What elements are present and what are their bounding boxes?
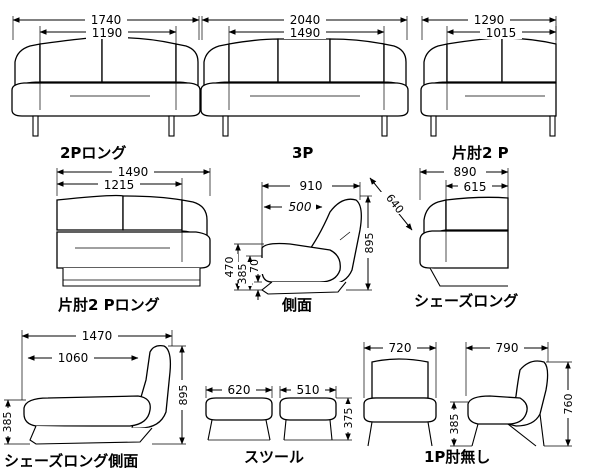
view-caption: 3P bbox=[292, 144, 313, 162]
dim-label: 2040 bbox=[290, 13, 321, 27]
dim-label: 790 bbox=[496, 341, 519, 355]
dim-label: 1490 bbox=[290, 26, 321, 40]
dim-label: 1215 bbox=[104, 178, 135, 192]
view-3p: 2040 1490 3P bbox=[200, 12, 409, 162]
chair-front bbox=[363, 358, 437, 447]
sofa-side-chaise-long bbox=[23, 344, 172, 445]
dim-label: 70 bbox=[248, 259, 261, 273]
dim-overall-width: 1490 bbox=[56, 164, 211, 196]
dim-label: 385 bbox=[236, 264, 249, 285]
dim-seat-width: 615 bbox=[445, 179, 509, 200]
dim-length: 1470 bbox=[21, 328, 173, 400]
view-chaise-long-side: 1470 1060 895 385 シェーズロング側面 bbox=[1, 328, 190, 470]
dim-height: 375 bbox=[332, 397, 355, 441]
stool-small bbox=[279, 397, 337, 441]
dim-side-depth: 790 bbox=[465, 340, 549, 396]
dim-label: 895 bbox=[177, 385, 190, 406]
dim-label: 895 bbox=[363, 233, 376, 254]
dim-leg: 70 bbox=[248, 258, 264, 300]
dim-small-width: 510 bbox=[279, 382, 337, 398]
dim-label: 720 bbox=[389, 341, 412, 355]
chair-side bbox=[467, 360, 549, 447]
view-caption: 片肘2 Pロング bbox=[58, 296, 160, 314]
view-side: 910 500 895 470 385 bbox=[223, 178, 376, 314]
dim-label: 1740 bbox=[91, 13, 122, 27]
sofa-front-one-arm-2p bbox=[420, 37, 557, 137]
stool-large bbox=[205, 397, 273, 441]
view-stool: 620 510 375 スツール bbox=[205, 382, 355, 466]
dim-seat-base: 385 bbox=[236, 255, 262, 291]
dim-label: 620 bbox=[228, 383, 251, 397]
dim-label: 470 bbox=[223, 257, 236, 278]
dim-front-width: 720 bbox=[363, 340, 437, 398]
view-caption: 側面 bbox=[281, 296, 312, 314]
dim-label: 1015 bbox=[486, 26, 517, 40]
dim-height: 895 bbox=[152, 345, 190, 445]
dim-seat-width: 1015 bbox=[446, 25, 557, 44]
sofa-side-profile bbox=[261, 198, 362, 295]
dim-overall-width: 1740 bbox=[12, 12, 200, 40]
sofa-front-3p bbox=[200, 38, 409, 137]
dim-large-width: 620 bbox=[205, 382, 273, 398]
dim-label: 1190 bbox=[92, 26, 123, 40]
dim-label: 1060 bbox=[58, 351, 89, 365]
dim-label: 1470 bbox=[82, 329, 113, 343]
dim-label: 510 bbox=[297, 383, 320, 397]
view-caption: 2Pロング bbox=[60, 144, 126, 162]
view-one-arm-2p: 1290 1015 片肘2 P bbox=[420, 12, 557, 162]
dim-label: 385 bbox=[1, 412, 14, 433]
dim-seat-height: 385 bbox=[447, 401, 472, 447]
dim-seat-depth: 500 bbox=[263, 199, 323, 214]
dim-seat-width: 1190 bbox=[39, 25, 177, 44]
dim-label: 760 bbox=[562, 394, 575, 415]
view-caption: シェーズロング側面 bbox=[4, 452, 138, 470]
dim-label: 500 bbox=[289, 200, 312, 214]
dim-width: 890 bbox=[419, 164, 509, 200]
view-chaise-long: 890 615 640 シェーズロング bbox=[369, 164, 518, 310]
dim-label: 890 bbox=[454, 165, 477, 179]
dim-label: 385 bbox=[448, 414, 461, 435]
dim-label: 375 bbox=[342, 408, 355, 429]
dim-overall-width: 2040 bbox=[201, 12, 408, 40]
dim-seat-height: 385 bbox=[1, 399, 30, 445]
sofa-front-chaise-long bbox=[419, 196, 509, 287]
dim-overall-width: 1290 bbox=[421, 12, 557, 40]
sofa-front-one-arm-2p-long bbox=[56, 194, 211, 287]
dim-diagonal: 640 bbox=[369, 177, 413, 231]
view-caption: 片肘2 P bbox=[452, 144, 509, 162]
view-caption: スツール bbox=[244, 448, 304, 466]
view-one-arm-2p-long: 1490 1215 片肘2 Pロング bbox=[56, 164, 211, 314]
dim-label: 1490 bbox=[118, 165, 149, 179]
dim-height: 895 bbox=[346, 195, 376, 291]
dim-label: 615 bbox=[464, 180, 487, 194]
dim-seat-width: 1215 bbox=[56, 177, 183, 200]
dim-label: 1290 bbox=[474, 13, 505, 27]
dim-label: 910 bbox=[300, 179, 323, 193]
view-caption: シェーズロング bbox=[414, 292, 518, 310]
sofa-front-2p-long bbox=[11, 36, 201, 137]
view-caption: 1P肘無し bbox=[424, 448, 490, 466]
dim-depth: 910 bbox=[261, 178, 361, 248]
dim-seat-length: 1060 bbox=[27, 350, 139, 365]
dim-seat-height: 470 bbox=[223, 243, 264, 291]
dim-height: 760 bbox=[544, 361, 575, 447]
view-2p-long: 1740 1190 2Pロング bbox=[11, 12, 201, 162]
view-1p-armless: 720 790 760 385 1P肘無し bbox=[363, 340, 575, 466]
dim-seat-width: 1490 bbox=[228, 25, 385, 44]
